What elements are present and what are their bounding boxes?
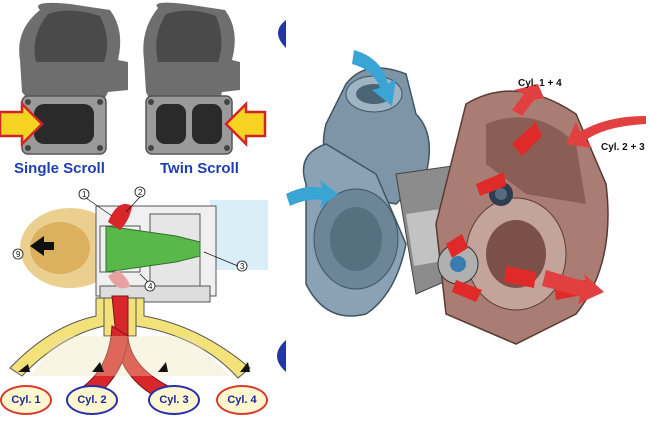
- compressor-wheel: [105, 225, 201, 273]
- intake-arrow-top: [352, 50, 396, 106]
- outlet-arrow-right: [542, 270, 604, 304]
- intake-air-area: [210, 200, 268, 270]
- inlet-arrow-cyl-1-4: [512, 84, 544, 116]
- cyl-2-label: Cyl. 2: [66, 385, 118, 415]
- cyl-2-3-label: Cyl. 2 + 3: [601, 142, 645, 153]
- intake-arrow-left: [286, 180, 338, 208]
- twin-scroll-caption: Twin Scroll: [160, 160, 239, 177]
- single-scroll-arrow: [0, 100, 44, 148]
- callout-4: 4: [148, 282, 153, 291]
- twin-scroll-arrow: [224, 100, 267, 148]
- turbine-inlet-bottom: [108, 270, 130, 289]
- outlet-arrow: [30, 236, 54, 256]
- callout-2: 2: [138, 188, 143, 197]
- turbo-cutaway-panel: Cyl. 1 + 4 Cyl. 2 + 3: [286, 44, 650, 429]
- exhaust-port-arrows: [18, 362, 250, 372]
- single-scroll-caption: Single Scroll: [14, 160, 105, 177]
- inlet-arrow-cyl-2-3: [566, 116, 646, 148]
- turbine-housing: [435, 90, 609, 345]
- twin-scroll-schematic: 1 2 3 4 9 Cyl. 1 Cyl. 2 Cyl. 3 Cyl. 4: [0, 186, 268, 429]
- callout-3: 3: [240, 262, 245, 271]
- compressor-housing: [302, 67, 431, 317]
- turbo-cutaway-illustration: [286, 50, 646, 345]
- scroll-comparison-panel: Single Scroll Twin Scroll: [0, 0, 268, 186]
- cyl-3-label: Cyl. 3: [148, 385, 200, 415]
- callout-9: 9: [16, 250, 21, 259]
- twin-scroll-housing: [143, 2, 240, 155]
- divider-strip: [268, 0, 286, 429]
- schematic-drawing: 1 2 3 4 9: [9, 186, 268, 399]
- cyl-4-label: Cyl. 4: [216, 385, 268, 415]
- scroll-comparison-illustration: [0, 2, 267, 155]
- turbine-inlet-top: [108, 204, 132, 230]
- cyl-1-4-label: Cyl. 1 + 4: [518, 78, 562, 89]
- cyl-1-label: Cyl. 1: [0, 385, 52, 415]
- callout-1: 1: [82, 190, 87, 199]
